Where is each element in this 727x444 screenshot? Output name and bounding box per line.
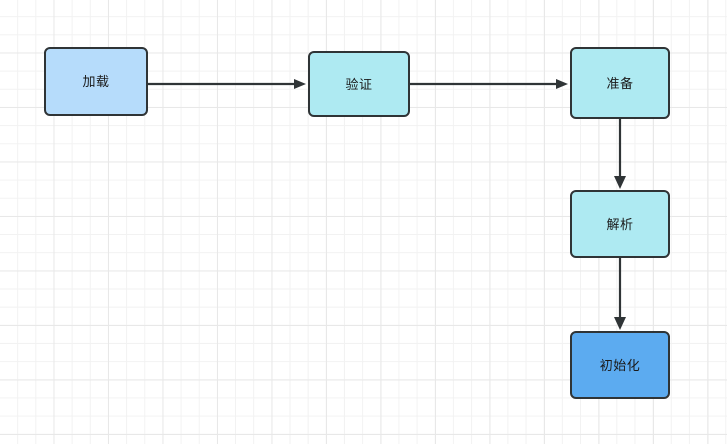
node-initialize[interactable]: 初始化 [570,331,670,399]
node-resolve[interactable]: 解析 [570,190,670,258]
edge-verify-to-prepare [410,79,568,89]
node-prepare[interactable]: 准备 [570,47,670,119]
node-load[interactable]: 加载 [44,47,148,116]
edge-load-to-verify [148,79,306,89]
node-initialize-label: 初始化 [599,357,641,373]
edge-prepare-to-resolve [614,119,626,189]
node-resolve-label: 解析 [606,216,634,232]
node-verify[interactable]: 验证 [308,51,410,117]
node-load-label: 加载 [82,74,110,89]
edge-resolve-to-initialize [614,258,626,330]
node-prepare-label: 准备 [606,75,634,91]
node-verify-label: 验证 [345,76,373,92]
